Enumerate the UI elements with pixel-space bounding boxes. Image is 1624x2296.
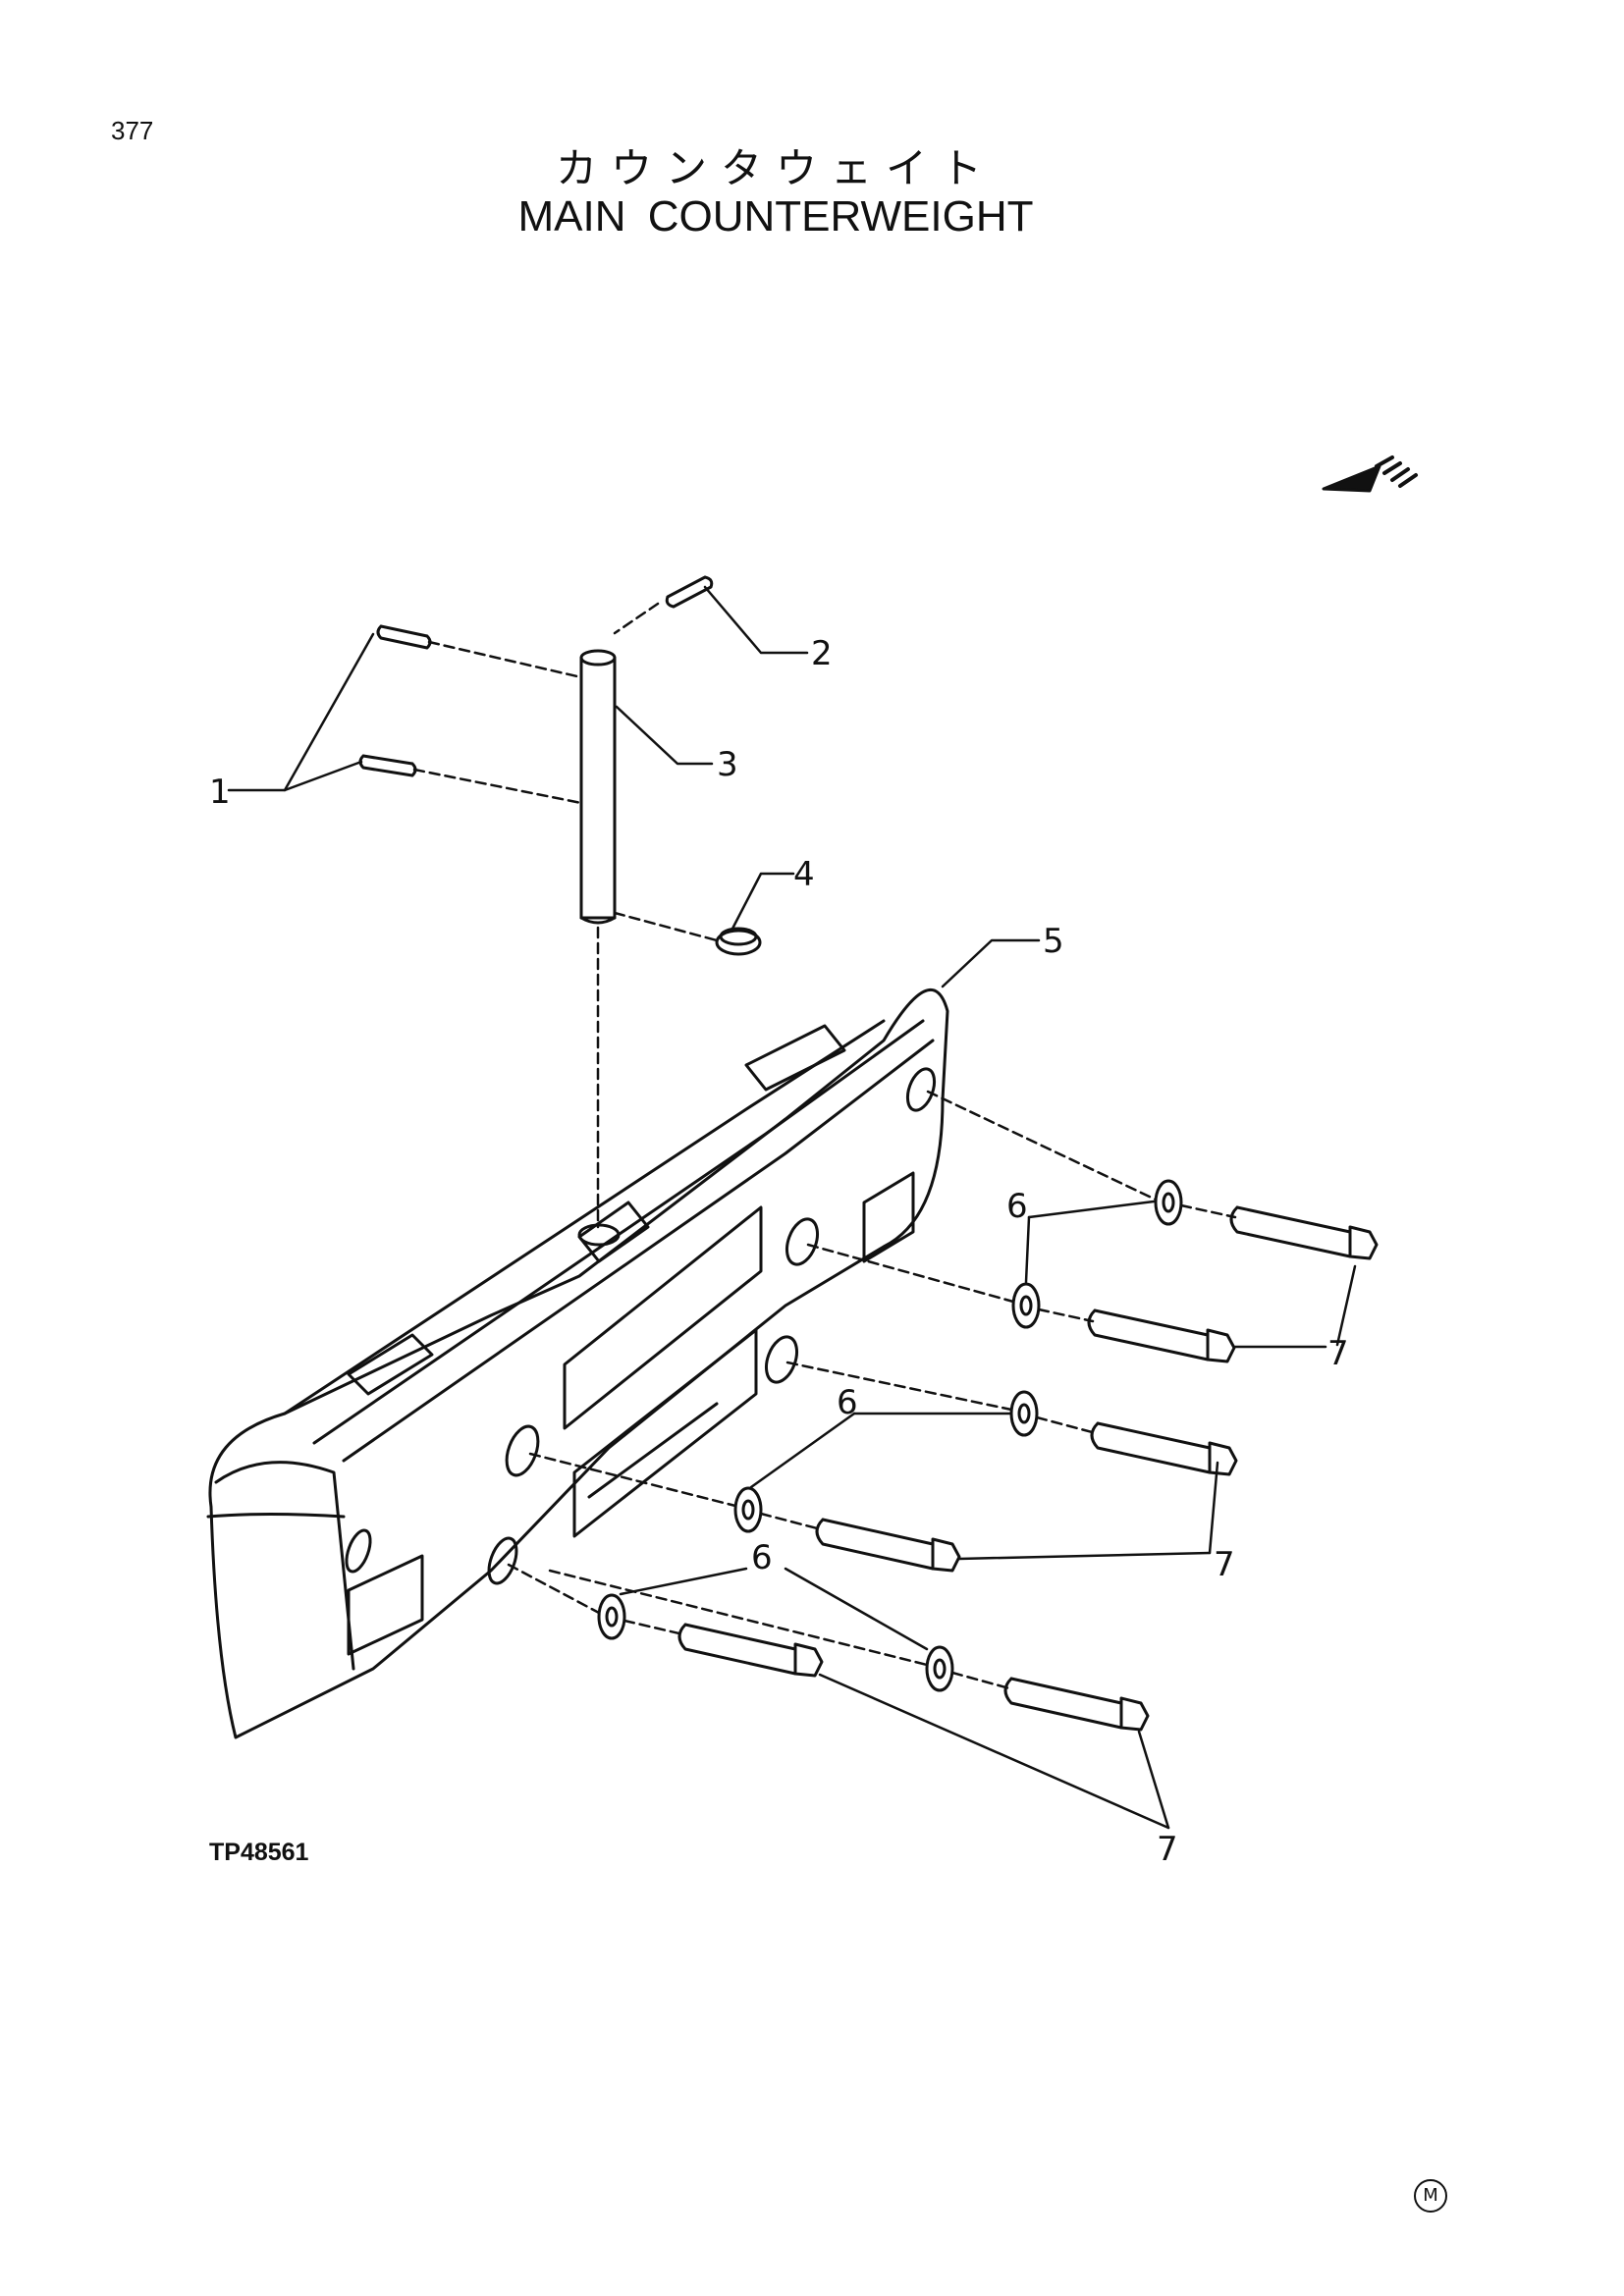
callout-6: 6	[1006, 1187, 1028, 1226]
counterweight-body	[206, 988, 949, 1739]
front-direction-arrow-icon	[1322, 455, 1418, 493]
leader-lines	[227, 585, 1357, 1830]
circled-m-mark: M	[1414, 2179, 1447, 2213]
callout-6: 6	[837, 1383, 858, 1422]
callout-4: 4	[793, 855, 815, 894]
callout-7: 7	[1214, 1545, 1235, 1584]
bolts	[677, 1205, 1379, 1732]
title-english: MAIN COUNTERWEIGHT	[517, 192, 1034, 240]
retaining-ring	[715, 927, 762, 956]
callout-2: 2	[811, 634, 833, 673]
figure-code: TP48561	[209, 1839, 309, 1866]
pin-shaft	[579, 649, 617, 925]
spring-pins	[358, 575, 714, 777]
callout-7: 7	[1157, 1830, 1178, 1869]
title-japanese: カウンタウェイト	[555, 144, 996, 192]
callout-6: 6	[751, 1538, 773, 1577]
assembly-lines	[412, 602, 1237, 1690]
callout-7: 7	[1327, 1334, 1349, 1373]
washers	[597, 1179, 1183, 1692]
callout-5: 5	[1043, 922, 1064, 961]
callout-1: 1	[209, 773, 231, 812]
callout-3: 3	[717, 745, 738, 784]
page-number: 377	[111, 116, 154, 145]
